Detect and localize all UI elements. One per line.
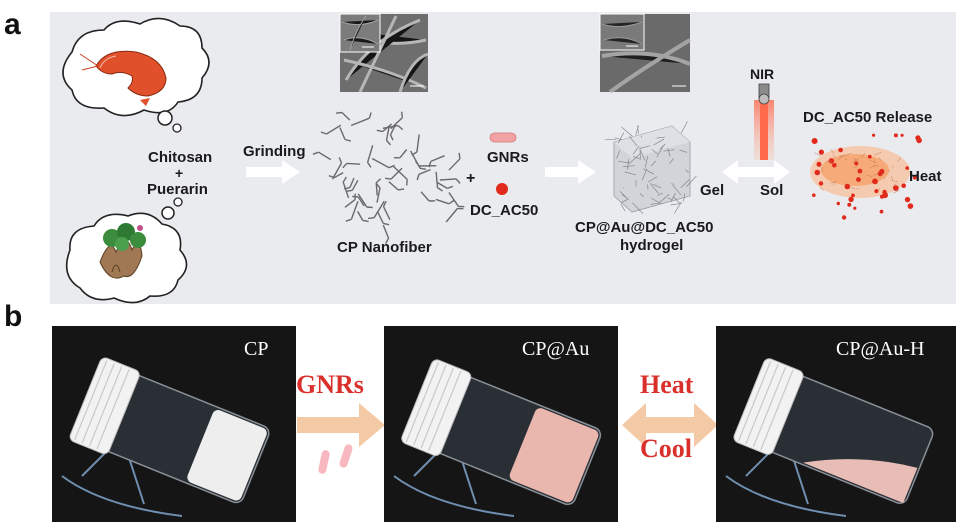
photo-cp: CP <box>52 326 296 522</box>
nir-laser-icon <box>754 83 774 160</box>
sol-label: Sol <box>760 182 783 199</box>
hydrogel-label-line2: hydrogel <box>620 237 683 254</box>
ingredients-plus: + <box>175 165 183 181</box>
grinding-label: Grinding <box>243 143 306 160</box>
vial-cp-au-icon <box>393 359 602 517</box>
gel-label: Gel <box>700 182 724 199</box>
additive-plus: + <box>466 170 475 187</box>
photo-cp-label: CP <box>244 338 269 360</box>
photo-cp-au-h-label: CP@Au-H <box>836 338 925 360</box>
heat-arrow-label: Heat <box>640 370 694 399</box>
cool-arrow-label: Cool <box>640 434 692 463</box>
heat-cool-double-arrow <box>622 403 718 447</box>
heat-label: Heat <box>909 168 942 185</box>
vial-cp-au-h-icon <box>725 358 934 517</box>
nanofiber-label: CP Nanofiber <box>337 239 432 256</box>
photo-cp-au: CP@Au <box>384 326 618 522</box>
release-label: DC_AC50 Release <box>803 109 932 126</box>
nir-label: NIR <box>750 66 774 82</box>
chitosan-label: Chitosan <box>148 149 212 166</box>
puerarin-label: Puerarin <box>147 181 208 198</box>
hydrogel-label-line1: CP@Au@DC_AC50 <box>575 219 713 236</box>
sem-image-2 <box>599 13 692 94</box>
hydrogel-cube-icon <box>604 121 697 215</box>
panel-a-diagram: + <box>62 13 942 304</box>
nanofiber-network-icon <box>312 111 465 244</box>
grinding-arrow <box>246 160 300 184</box>
vial-cp-icon <box>61 357 270 517</box>
shrimp-icon <box>79 50 167 106</box>
drug-dot-icon <box>496 183 508 195</box>
release-particles-icon <box>810 133 922 220</box>
photo-cp-au-label: CP@Au <box>522 338 590 360</box>
gnrs-label: GNRs <box>487 149 529 166</box>
photo-cp-au-h: CP@Au-H <box>716 326 956 522</box>
panel-letter-b: b <box>4 300 23 333</box>
gnrs-arrow-label: GNRs <box>296 370 364 399</box>
sem-image-1 <box>339 13 429 93</box>
gnrs-arrow <box>297 403 385 447</box>
panel-letter-a: a <box>4 8 21 41</box>
hydrogel-arrow <box>545 160 596 184</box>
gel-sol-double-arrow <box>722 160 790 184</box>
drug-label: DC_AC50 <box>470 202 538 219</box>
gnr-rods-icon <box>318 444 353 474</box>
gnr-rod-icon <box>489 132 517 143</box>
herb-icon <box>99 223 146 279</box>
